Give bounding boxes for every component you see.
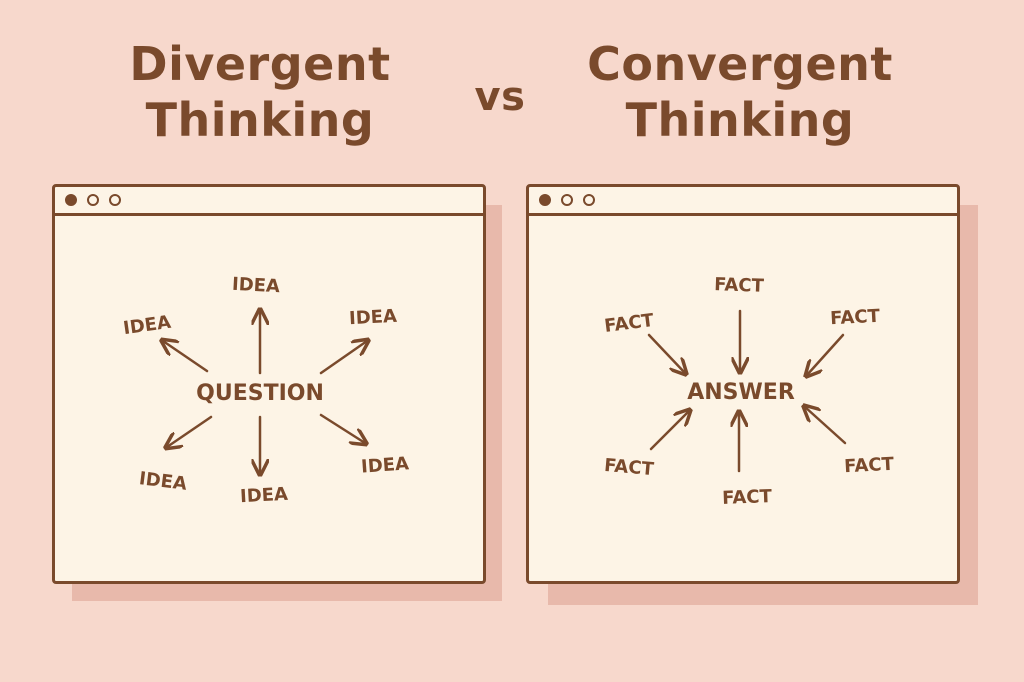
- arrow-to-idea-upper-right: [319, 341, 367, 375]
- window-close-dot[interactable]: [65, 194, 77, 206]
- arrow-from-fact-upper-left: [647, 333, 685, 373]
- idea-label-top: IDEA: [232, 274, 281, 297]
- fact-label-lower-right: FACT: [844, 454, 895, 478]
- question-label: QUESTION: [196, 381, 324, 406]
- vs-label: vs: [474, 74, 526, 120]
- arrow-from-fact-lower-left: [649, 411, 689, 451]
- idea-label-upper-left: IDEA: [122, 312, 172, 339]
- convergent-title-line2: Thinking: [625, 93, 855, 147]
- divergent-title-line2: Thinking: [145, 93, 375, 147]
- convergent-diagram: ANSWER FACT FACT FACT FACT FACT FACT: [603, 274, 895, 509]
- arrow-to-idea-upper-left: [163, 341, 209, 373]
- convergent-window-titlebar: [529, 187, 957, 216]
- idea-label-bottom: IDEA: [240, 484, 289, 507]
- convergent-window: ANSWER FACT FACT FACT FACT FACT FACT: [526, 184, 960, 584]
- window-close-dot[interactable]: [539, 194, 551, 206]
- arrow-to-idea-lower-left: [167, 415, 213, 447]
- convergent-title: Convergent Thinking: [540, 36, 940, 148]
- arrow-to-idea-lower-right: [319, 413, 365, 443]
- arrow-from-fact-lower-right: [805, 407, 847, 445]
- window-minimize-dot[interactable]: [87, 194, 99, 206]
- divergent-title: Divergent Thinking: [60, 36, 460, 148]
- window-minimize-dot[interactable]: [561, 194, 573, 206]
- fact-label-bottom: FACT: [722, 486, 773, 509]
- window-maximize-dot[interactable]: [109, 194, 121, 206]
- convergent-title-line1: Convergent: [587, 37, 893, 91]
- divergent-window: QUESTION IDEA IDEA IDEA IDEA IDEA IDEA: [52, 184, 486, 584]
- window-maximize-dot[interactable]: [583, 194, 595, 206]
- arrow-from-fact-upper-right: [807, 333, 845, 375]
- fact-label-upper-right: FACT: [830, 306, 881, 330]
- answer-label: ANSWER: [687, 380, 795, 405]
- fact-label-upper-left: FACT: [603, 310, 656, 337]
- fact-label-top: FACT: [714, 274, 765, 297]
- divergent-title-line1: Divergent: [129, 37, 391, 91]
- idea-label-lower-right: IDEA: [360, 453, 409, 477]
- divergent-window-titlebar: [55, 187, 483, 216]
- divergent-diagram: QUESTION IDEA IDEA IDEA IDEA IDEA IDEA: [122, 274, 410, 507]
- idea-label-lower-left: IDEA: [138, 468, 188, 495]
- idea-label-upper-right: IDEA: [349, 306, 398, 329]
- fact-label-lower-left: FACT: [603, 455, 655, 480]
